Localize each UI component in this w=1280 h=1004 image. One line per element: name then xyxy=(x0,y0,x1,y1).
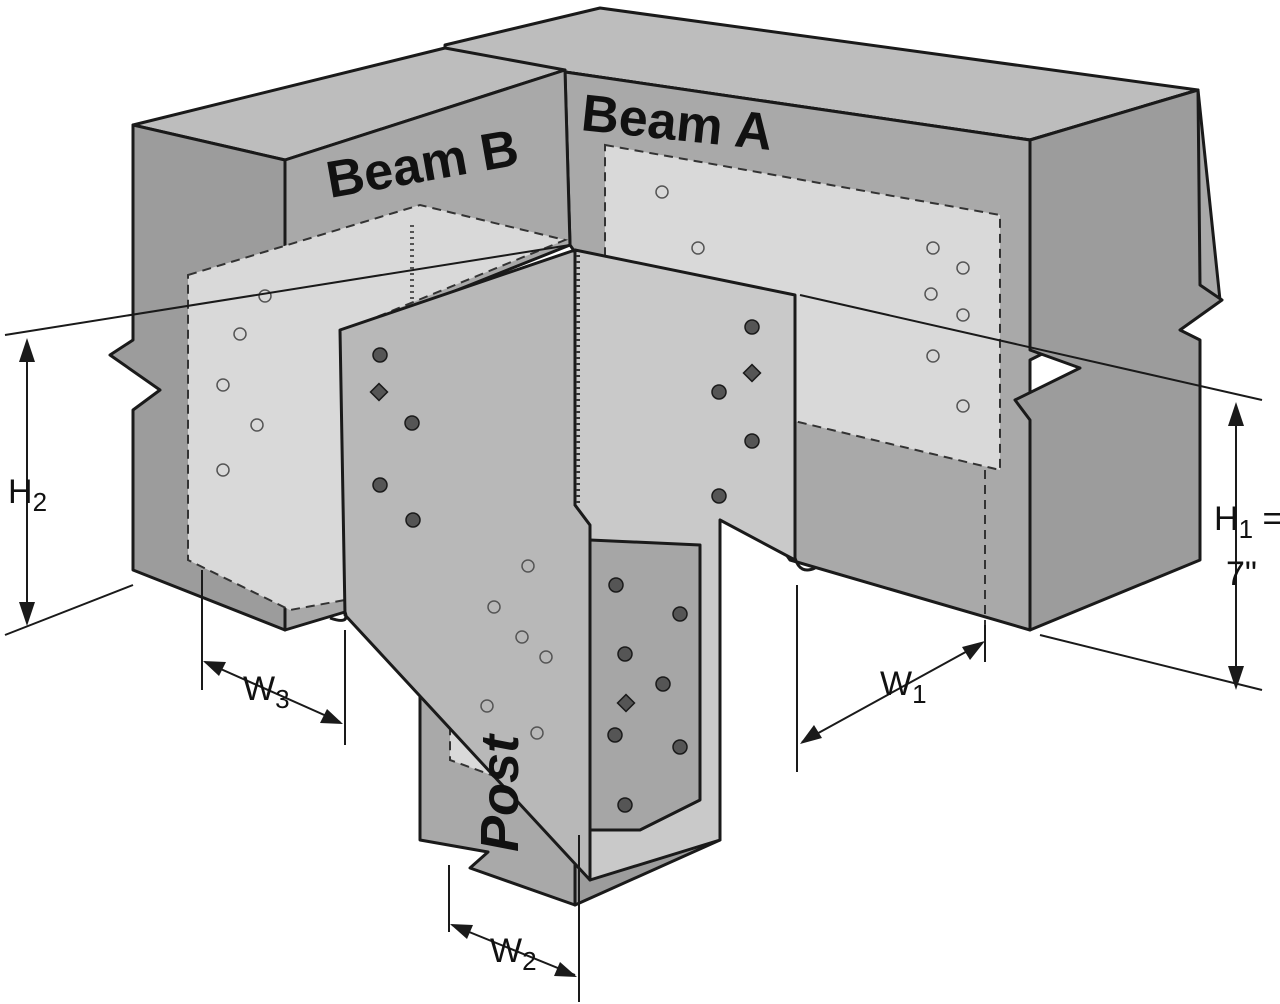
hidden-fastener-holes xyxy=(216,185,970,740)
arrowhead xyxy=(203,661,226,676)
h2-label: H2 xyxy=(8,473,47,517)
steel-bracket xyxy=(329,248,816,882)
fastener xyxy=(744,433,760,449)
h2-ext-top xyxy=(4,244,571,336)
arrowhead xyxy=(554,962,577,977)
fastener xyxy=(617,646,633,662)
h2-ext-bottom xyxy=(4,584,134,636)
fastener xyxy=(404,415,420,431)
beam-b-hidden-plate xyxy=(187,203,569,612)
hidden-fastener xyxy=(691,241,705,255)
hidden-fastener xyxy=(233,327,247,341)
fastener xyxy=(372,477,388,493)
hidden-fastener xyxy=(956,308,970,322)
fastener xyxy=(672,606,688,622)
beam-b-hidden-plate-shape xyxy=(187,203,569,612)
hidden-fastener xyxy=(487,600,501,614)
bracket-lip-left xyxy=(329,611,348,622)
w1-dim-line xyxy=(801,642,983,743)
w2-label: W2 xyxy=(490,932,537,976)
fastener xyxy=(608,577,624,593)
fastener xyxy=(616,693,636,713)
fastener-holes xyxy=(369,319,762,813)
fastener xyxy=(672,739,688,755)
hidden-fastener xyxy=(521,559,535,573)
h1-ext-top xyxy=(799,294,1263,401)
fastener xyxy=(655,676,671,692)
fastener xyxy=(617,797,633,813)
hidden-fastener xyxy=(250,418,264,432)
hidden-fastener xyxy=(655,185,669,199)
hidden-fastener xyxy=(924,287,938,301)
arrowhead xyxy=(19,602,35,626)
fastener xyxy=(711,384,727,400)
post-label: Post xyxy=(470,733,530,852)
w2-dim-line xyxy=(451,924,576,976)
hidden-fastener xyxy=(956,261,970,275)
w1-sub: 1 xyxy=(912,679,926,709)
fastener xyxy=(744,319,760,335)
h2-main: H xyxy=(8,473,33,511)
hidden-fastener xyxy=(258,289,272,303)
w1-label: W1 xyxy=(880,665,927,709)
w3-main: W xyxy=(243,670,275,708)
arrowhead xyxy=(800,725,822,744)
arrowhead xyxy=(450,924,473,939)
arrowhead xyxy=(962,641,985,660)
hidden-fastener xyxy=(530,726,544,740)
w2-main: W xyxy=(490,932,522,970)
dimension-lines xyxy=(4,244,1263,1002)
h1-main: H xyxy=(1214,500,1239,538)
arrowhead xyxy=(320,709,343,724)
arrowhead xyxy=(1228,402,1244,426)
arrowhead xyxy=(19,338,35,362)
fastener xyxy=(607,727,623,743)
fastener xyxy=(711,488,727,504)
fastener xyxy=(369,382,389,402)
fastener xyxy=(742,363,762,383)
h2-sub: 2 xyxy=(33,487,47,517)
w3-sub: 3 xyxy=(275,684,289,714)
h1-value: 7" xyxy=(1226,555,1257,593)
w2-sub: 2 xyxy=(522,946,536,976)
post-strap-plate xyxy=(588,538,702,832)
hidden-fastener xyxy=(216,463,230,477)
w3-label: W3 xyxy=(243,670,290,714)
hidden-fastener xyxy=(515,630,529,644)
w1-main: W xyxy=(880,665,912,703)
w3-dim-line xyxy=(204,661,341,723)
h1-sub: 1 xyxy=(1239,514,1253,544)
fastener xyxy=(405,512,421,528)
beam-a-end-face xyxy=(1013,88,1224,632)
hidden-fastener xyxy=(926,349,940,363)
h1-label: H1 = xyxy=(1214,500,1280,544)
hidden-fastener xyxy=(216,378,230,392)
fastener xyxy=(372,347,388,363)
h1-suffix: = xyxy=(1253,500,1280,538)
hidden-fastener xyxy=(539,650,553,664)
h1-ext-bottom xyxy=(1039,634,1263,691)
bracket-lip-right xyxy=(793,557,816,572)
hidden-fastener xyxy=(956,399,970,413)
dimension-arrowheads xyxy=(19,338,1244,977)
arrowhead xyxy=(1228,666,1244,690)
hidden-fastener xyxy=(926,241,940,255)
hidden-fastener xyxy=(480,699,494,713)
